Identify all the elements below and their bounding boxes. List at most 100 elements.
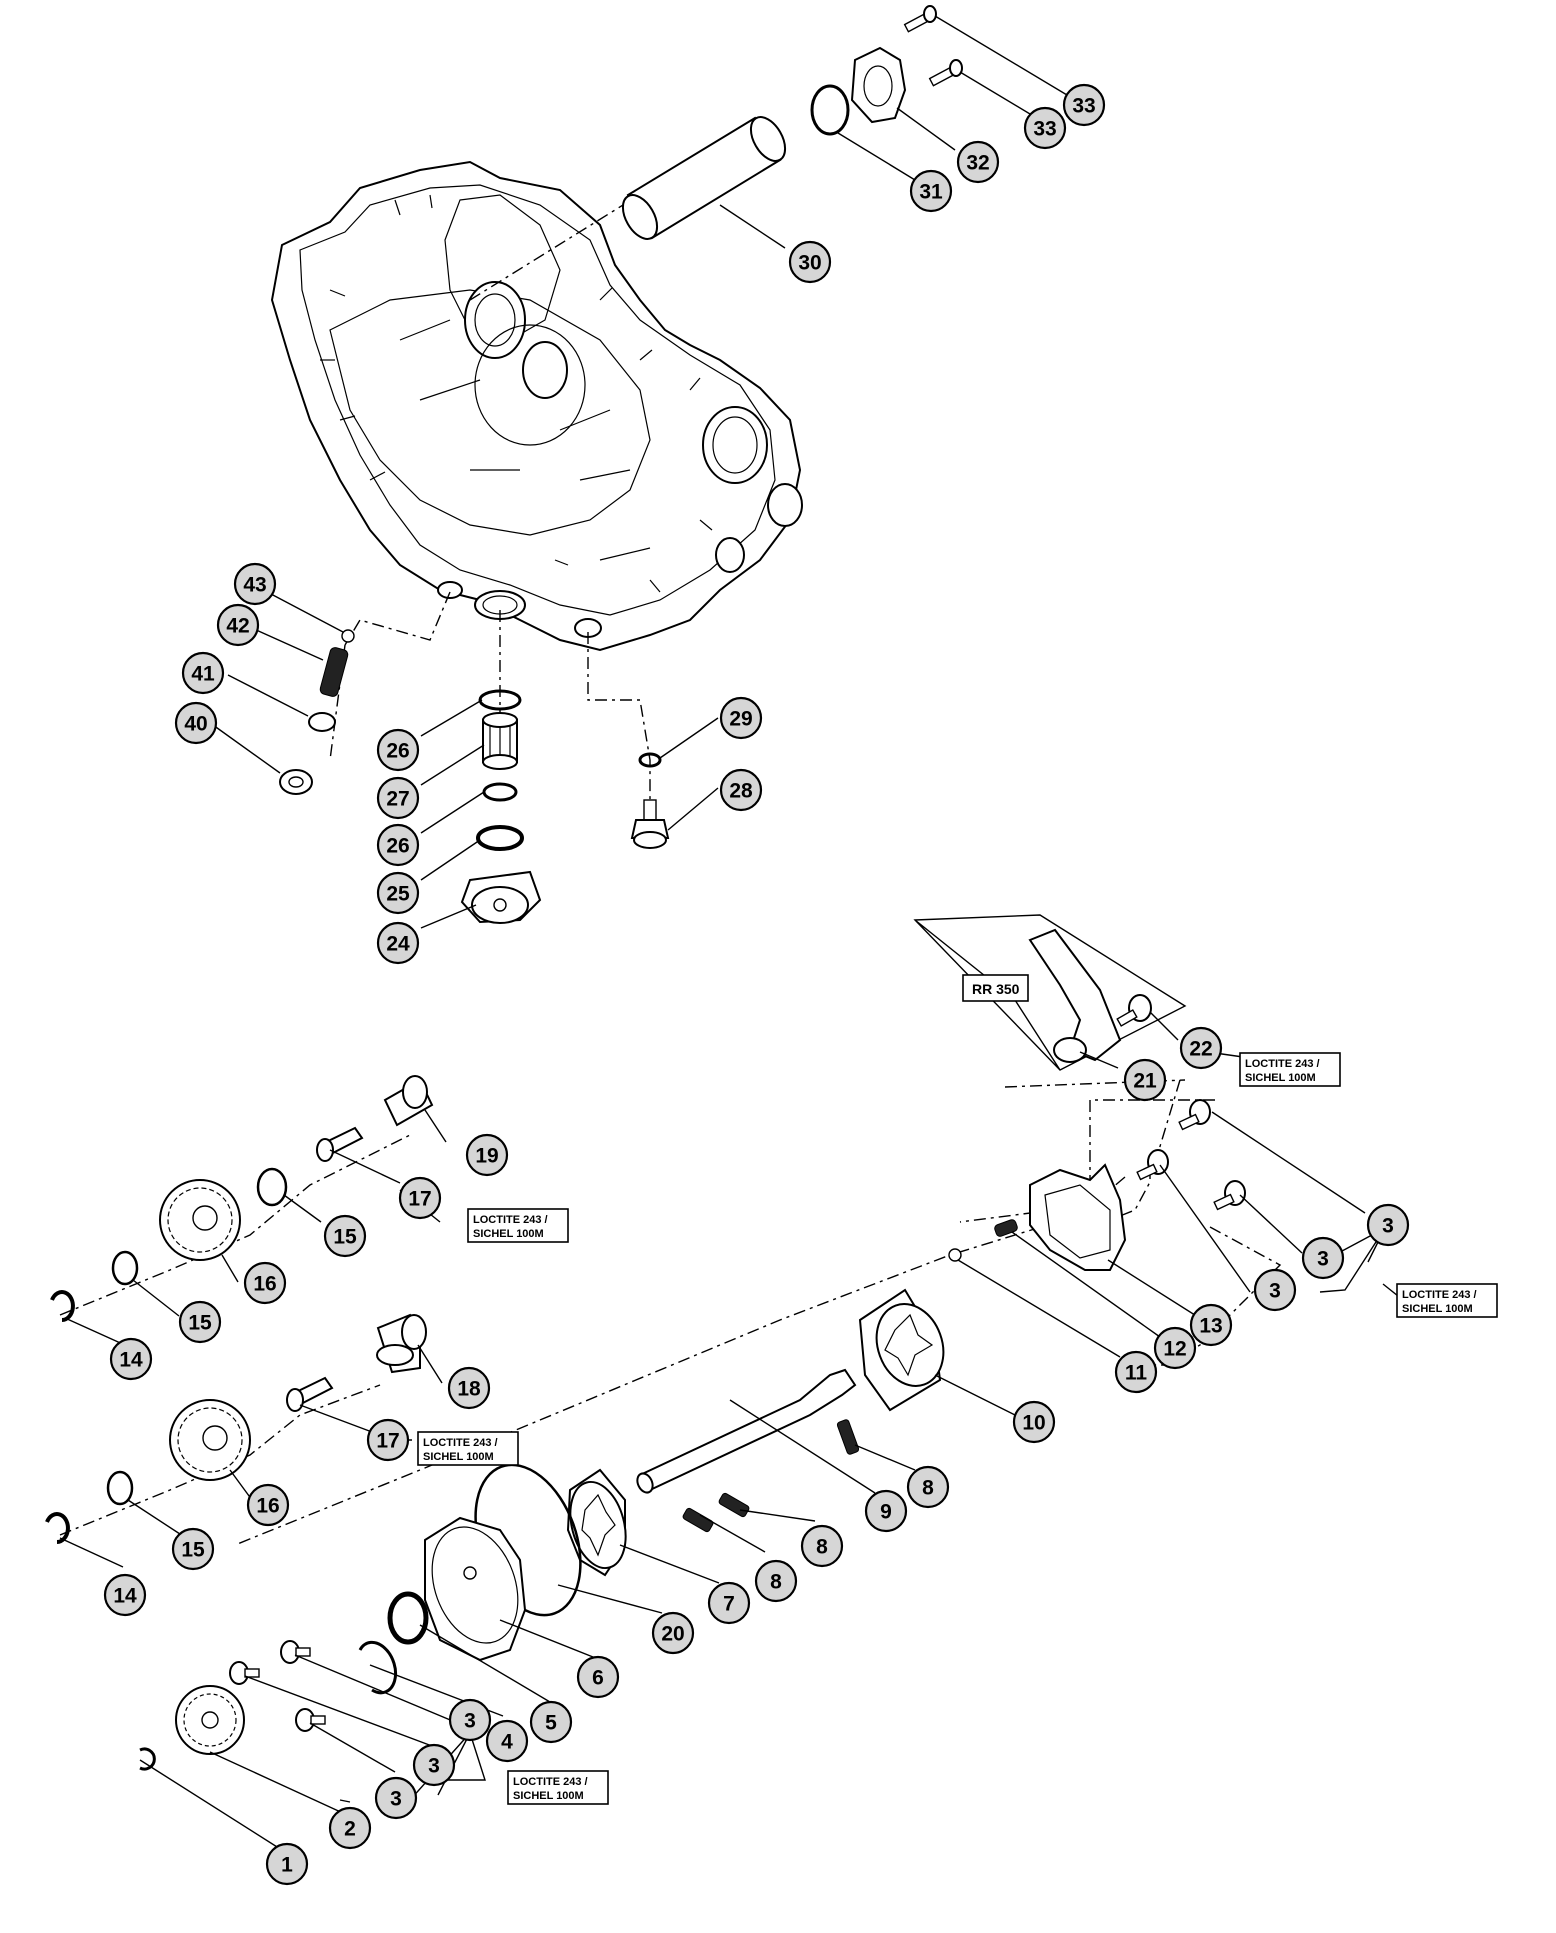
callout-33: 33 bbox=[1062, 83, 1106, 127]
part-5-seal bbox=[387, 1591, 429, 1645]
callout-28: 28 bbox=[719, 768, 763, 812]
part-13-cover bbox=[1029, 1163, 1127, 1271]
callout-label: 2 bbox=[344, 1818, 356, 1841]
callout-41: 41 bbox=[181, 651, 225, 695]
part-22-bolt bbox=[1116, 994, 1152, 1027]
callout-label: 15 bbox=[188, 1312, 212, 1335]
note-3-line1: LOCTITE 243 / bbox=[1402, 1289, 1477, 1301]
callout-label: 20 bbox=[661, 1623, 684, 1646]
part-3-bolts-left bbox=[229, 1640, 326, 1732]
callout-label: 11 bbox=[1125, 1362, 1148, 1385]
callout-8: 8 bbox=[800, 1524, 844, 1568]
callout-21: 21 bbox=[1123, 1058, 1167, 1102]
part-32-cover bbox=[850, 46, 907, 124]
callout-label: 43 bbox=[243, 574, 266, 597]
callout-label: 1 bbox=[281, 1854, 293, 1877]
callout-7: 7 bbox=[707, 1581, 751, 1625]
callout-label: 17 bbox=[408, 1188, 431, 1211]
callout-label: 15 bbox=[333, 1226, 357, 1249]
callout-43: 43 bbox=[233, 562, 277, 606]
callout-label: 18 bbox=[457, 1378, 481, 1401]
callout-14: 14 bbox=[109, 1337, 153, 1381]
leader-lines bbox=[59, 15, 1404, 1853]
callout-label: 14 bbox=[119, 1349, 143, 1372]
part-33-bolts bbox=[903, 5, 963, 87]
note-3-line2: SICHEL 100M bbox=[1402, 1303, 1473, 1315]
callout-24: 24 bbox=[376, 921, 420, 965]
callout-label: 25 bbox=[386, 883, 410, 906]
callout-label: 24 bbox=[386, 933, 410, 956]
callout-label: 14 bbox=[113, 1585, 137, 1608]
callout-label: 3 bbox=[390, 1788, 402, 1811]
callout-label: 8 bbox=[922, 1477, 934, 1500]
part-31-o-ring bbox=[810, 84, 850, 136]
callout-5: 5 bbox=[529, 1700, 573, 1744]
parts-40-43-pressure-valve bbox=[279, 629, 355, 795]
callout-3: 3 bbox=[448, 1698, 492, 1742]
callout-16: 16 bbox=[243, 1261, 287, 1305]
callout-label: 15 bbox=[181, 1539, 205, 1562]
callout-3: 3 bbox=[1253, 1268, 1297, 1312]
callout-label: 41 bbox=[191, 663, 215, 686]
callout-10: 10 bbox=[1012, 1400, 1056, 1444]
callout-label: 16 bbox=[253, 1273, 276, 1296]
note-5-line2: SICHEL 100M bbox=[513, 1790, 584, 1802]
note-4-line1: LOCTITE 243 / bbox=[423, 1437, 498, 1449]
callout-8: 8 bbox=[754, 1559, 798, 1603]
parts-28-29-drain-plug bbox=[630, 752, 670, 849]
callout-3: 3 bbox=[374, 1776, 418, 1820]
callout-4: 4 bbox=[485, 1719, 529, 1763]
callout-label: 5 bbox=[545, 1712, 557, 1735]
part-15-washer-a bbox=[256, 1167, 288, 1207]
part-2-sprocket bbox=[175, 1685, 245, 1755]
callout-19: 19 bbox=[465, 1133, 509, 1177]
note-3: LOCTITE 243 / SICHEL 100M bbox=[1396, 1283, 1498, 1318]
callout-label: 33 bbox=[1072, 95, 1095, 118]
callout-label: 26 bbox=[386, 835, 409, 858]
variant-label: RR 350 bbox=[972, 981, 1020, 997]
part-3-bolts-right bbox=[1136, 1099, 1246, 1211]
note-2: LOCTITE 243 / SICHEL 100M bbox=[467, 1208, 569, 1243]
part-21-kickstart-lever bbox=[1028, 928, 1122, 1063]
part-14-clip-b bbox=[45, 1512, 70, 1544]
callout-26: 26 bbox=[376, 823, 420, 867]
note-1: LOCTITE 243 / SICHEL 100M bbox=[1239, 1052, 1341, 1087]
callout-12: 12 bbox=[1153, 1326, 1197, 1370]
part-19-bushing bbox=[383, 1075, 434, 1127]
note-4-line2: SICHEL 100M bbox=[423, 1451, 494, 1463]
callout-label: 3 bbox=[464, 1710, 476, 1733]
callout-label: 13 bbox=[1199, 1315, 1222, 1338]
part-11-ball bbox=[948, 1248, 962, 1262]
callout-13: 13 bbox=[1189, 1303, 1233, 1347]
part-16-gear-a bbox=[159, 1179, 241, 1261]
part-7-rotor bbox=[566, 1468, 627, 1577]
callout-label: 17 bbox=[376, 1430, 399, 1453]
callout-42: 42 bbox=[216, 603, 260, 647]
callout-label: 32 bbox=[966, 152, 989, 175]
parts-24-27-oil-filter bbox=[460, 689, 542, 924]
callout-label: 6 bbox=[592, 1667, 604, 1690]
note-2-line2: SICHEL 100M bbox=[473, 1228, 544, 1240]
callout-group: 3333323130434241402627262524292822211917… bbox=[103, 83, 1410, 1886]
note-4: LOCTITE 243 / SICHEL 100M bbox=[417, 1431, 519, 1466]
callout-32: 32 bbox=[956, 140, 1000, 184]
part-12-spring bbox=[994, 1219, 1018, 1237]
callout-label: 31 bbox=[919, 181, 943, 204]
callout-18: 18 bbox=[447, 1366, 491, 1410]
callout-3: 3 bbox=[1301, 1236, 1345, 1280]
part-15-washer-c bbox=[106, 1470, 134, 1506]
callout-label: 3 bbox=[428, 1755, 440, 1778]
part-8-pin-b bbox=[718, 1492, 750, 1518]
part-17-bolts bbox=[286, 1126, 364, 1412]
callout-label: 8 bbox=[816, 1536, 828, 1559]
callout-25: 25 bbox=[376, 871, 420, 915]
note-1-line1: LOCTITE 243 / bbox=[1245, 1058, 1320, 1070]
callout-label: 8 bbox=[770, 1571, 782, 1594]
callout-3: 3 bbox=[412, 1743, 456, 1787]
part-30-sleeve bbox=[621, 116, 787, 240]
part-10-rotor bbox=[858, 1288, 945, 1412]
callout-1: 1 bbox=[265, 1842, 309, 1886]
callout-label: 3 bbox=[1317, 1248, 1329, 1271]
callout-22: 22 bbox=[1179, 1026, 1223, 1070]
